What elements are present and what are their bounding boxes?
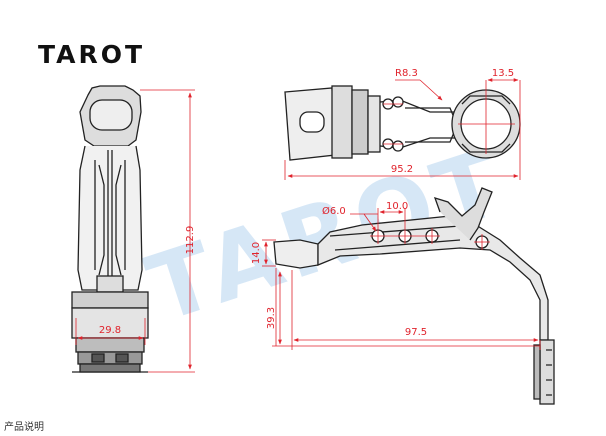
- dim-height-total: 112.9: [185, 226, 196, 255]
- top-view-dimensions: [284, 78, 521, 180]
- dim-arm-height: 14.0: [251, 242, 262, 264]
- side-view: [273, 187, 555, 405]
- dim-hole-spacing: 10.0: [386, 201, 408, 212]
- front-view-dimensions: [75, 89, 195, 373]
- dim-reach-length: 97.5: [405, 327, 427, 338]
- dim-hole-diameter: Ø6.0: [322, 205, 346, 217]
- side-view-dimensions: [262, 208, 541, 350]
- side-view-centerlines: [370, 228, 490, 250]
- footer-note: 产品说明: [4, 422, 44, 433]
- dim-tube-offset: 13.5: [492, 68, 514, 79]
- top-view: [284, 85, 521, 161]
- top-view-centerlines: [383, 96, 515, 154]
- dim-top-length: 95.2: [391, 164, 413, 175]
- brand-logo: TAROT: [38, 40, 146, 69]
- dim-drop-height: 39.3: [266, 307, 277, 329]
- dim-radius: R8.3: [395, 68, 418, 79]
- front-view: [71, 85, 149, 373]
- dim-base-width: 29.8: [99, 325, 121, 336]
